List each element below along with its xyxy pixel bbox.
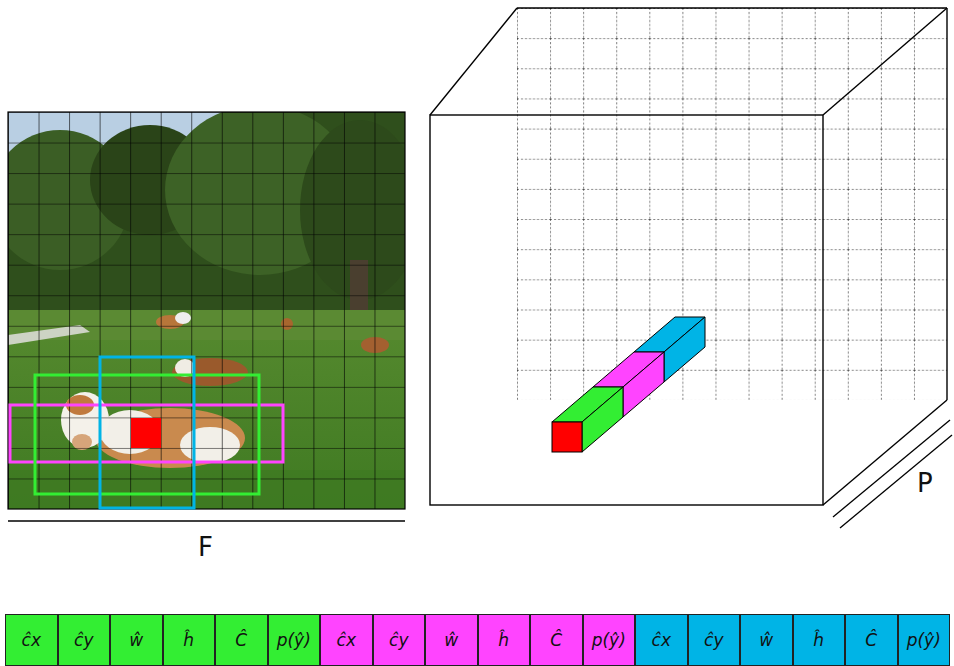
cell-label: Ĉ	[865, 630, 877, 650]
cell-label: p(ŷ)	[277, 630, 311, 650]
cell-label: ĥ	[498, 630, 509, 650]
anchor-box	[10, 405, 283, 462]
cell-label: ĉx	[337, 630, 356, 650]
cell-label: ĉx	[652, 630, 671, 650]
vector-cell: ŵ	[740, 614, 793, 666]
vector-cell: ĉx	[635, 614, 688, 666]
cell-label: Ĉ	[550, 630, 562, 650]
cell-label: p(ŷ)	[592, 630, 626, 650]
vector-cell: p(ŷ)	[898, 614, 951, 666]
vector-cell: ĥ	[478, 614, 531, 666]
vector-cell: ĉy	[373, 614, 426, 666]
vector-cell: Ĉ	[845, 614, 898, 666]
anchor-box	[100, 357, 194, 508]
vector-cell: Ĉ	[215, 614, 268, 666]
vector-cell: ĉy	[688, 614, 741, 666]
vector-cell: Ĉ	[530, 614, 583, 666]
vector-cell: p(ŷ)	[583, 614, 636, 666]
cell-label: ĉx	[22, 630, 41, 650]
cell-label: ĉy	[74, 630, 93, 650]
back-grid	[517, 8, 947, 400]
cell-label: ŵ	[129, 630, 143, 650]
vector-cell: ĉy	[58, 614, 111, 666]
vector-cell: ĉx	[320, 614, 373, 666]
cell-label: ĥ	[183, 630, 194, 650]
photo	[8, 112, 405, 509]
axis-label: F	[198, 532, 213, 562]
dimension-line	[8, 520, 405, 521]
vector-cell: ŵ	[425, 614, 478, 666]
cell-label: p(ŷ)	[907, 630, 941, 650]
axis-label: P	[917, 468, 933, 498]
dimension-line	[833, 420, 950, 517]
cell-label: ĉy	[389, 630, 408, 650]
cell-label: Ĉ	[235, 630, 247, 650]
cell-label: ŵ	[444, 630, 458, 650]
cell-label: ĉy	[704, 630, 723, 650]
vector-cell: ŵ	[110, 614, 163, 666]
vector-cell: p(ŷ)	[268, 614, 321, 666]
prediction-bar	[552, 317, 705, 452]
dimension-line	[840, 435, 952, 528]
vector-cell: ĉx	[5, 614, 58, 666]
vector-cell: ĥ	[793, 614, 846, 666]
anchor-box	[35, 375, 259, 494]
vector-cell: ĥ	[163, 614, 216, 666]
cell-label: ĥ	[813, 630, 824, 650]
cell-label: ŵ	[759, 630, 773, 650]
grid	[8, 112, 405, 509]
grid-cell	[131, 418, 161, 448]
cube	[430, 8, 947, 505]
